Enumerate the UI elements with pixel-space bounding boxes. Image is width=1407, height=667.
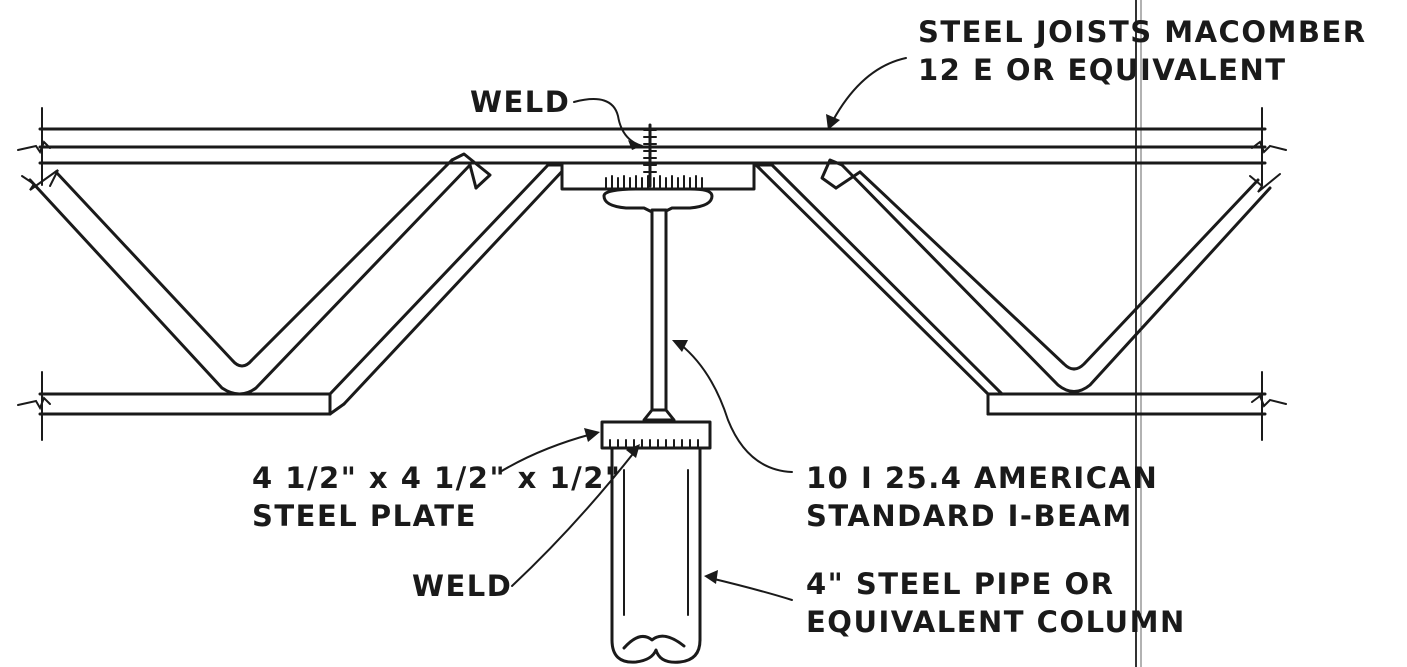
web-left: [21, 152, 492, 396]
web-center-right: [754, 163, 1004, 396]
bottom-chord-right: [986, 371, 1287, 441]
pipe-column: [600, 420, 712, 664]
label-joists-line1: STEEL JOISTS MACOMBER: [918, 15, 1367, 49]
label-plate-line2: STEEL PLATE: [252, 499, 477, 533]
label-weld-top: WELD: [470, 85, 570, 119]
label-pipe-line2: EQUIVALENT COLUMN: [806, 605, 1186, 639]
web-right: [820, 158, 1281, 393]
label-beam-line2: STANDARD I-BEAM: [806, 499, 1133, 533]
label-pipe-line1: 4" STEEL PIPE OR: [806, 567, 1114, 601]
leader-lines: [499, 57, 907, 601]
label-beam-line1: 10 I 25.4 AMERICAN: [806, 461, 1158, 495]
i-beam: [602, 187, 714, 424]
top-bearing-plate: [560, 123, 756, 191]
label-weld-bottom: WELD: [412, 569, 512, 603]
web-center-left: [328, 163, 570, 416]
bottom-chord-left: [17, 371, 332, 441]
label-joists-line2: 12 E OR EQUIVALENT: [918, 53, 1287, 87]
label-plate-line1: 4 1/2" x 4 1/2" x 1/2": [252, 461, 622, 495]
